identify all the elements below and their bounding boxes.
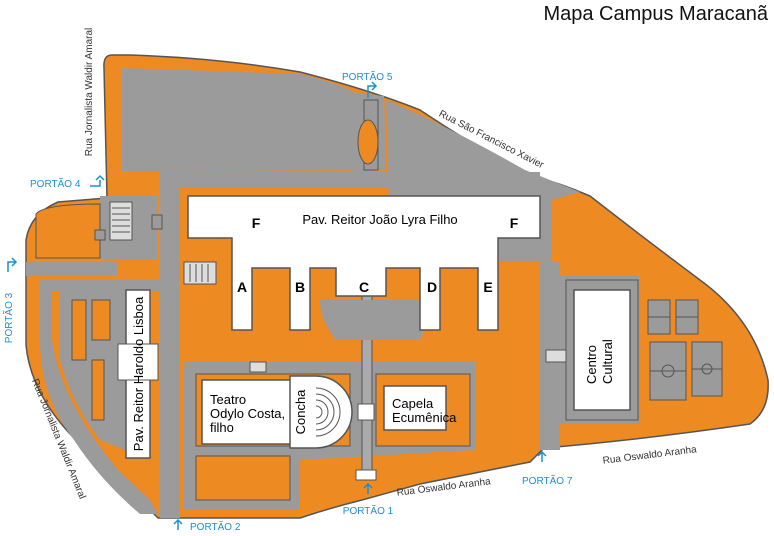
pav-lisboa-wing [117,343,159,381]
lisboa-ground-1 [71,299,87,361]
stair-lines-lyra [189,264,209,282]
teatro-label-3: filho [210,420,234,435]
pav-lisboa-label: Pav. Reitor Haroldo Lisboa [131,296,146,451]
map-title: Mapa Campus Maracanã [543,3,768,25]
concha-building [289,375,353,449]
small-block-nw2 [151,214,163,230]
portao-1-label: PORTÃO 1 [343,504,394,517]
lisboa-ground-2 [91,299,111,341]
pav-lyra-label: Pav. Reitor João Lyra Filho [302,212,457,227]
block-b-label: B [295,279,305,295]
small-block-nw1 [94,229,106,241]
centro-cultural-building [573,289,631,411]
stair-block-nw [109,201,133,241]
street-oswaldo-2: Rua Oswaldo Aranha [602,444,698,466]
capela-entrance [357,403,375,421]
concha-rings [315,387,341,437]
portao-2-label: PORTÃO 2 [190,520,241,533]
stair-block-lyra [183,261,217,285]
concha-label: Concha [293,389,308,435]
gate-arrows [7,81,547,530]
south-ground-2 [195,455,291,501]
teatro-building [201,379,293,445]
portao-7-label: PORTÃO 7 [522,474,573,487]
capela-label-1: Capela [392,396,434,411]
block-e-label: E [483,279,492,295]
stair-lines-nw [112,207,130,233]
pav-lyra-building [187,195,541,331]
centro-cultural-label-1: Centro [584,345,599,384]
centro-cultural-label-2: Cultural [600,339,615,384]
block-a-label: A [237,279,247,295]
teatro-label-1: Teatro [210,392,246,407]
block-f-left-label: F [252,215,261,231]
block-f-right-label: F [510,215,519,231]
portao-3-label: PORTÃO 3 [2,292,15,343]
lisboa-ground-3 [91,359,105,421]
portao1-gatehouse [355,469,377,481]
portao3-road [26,262,118,276]
capela-building [383,385,447,431]
west-inner-road [40,280,160,514]
north-west-yard [35,203,101,259]
block-d-label: D [427,279,437,295]
central-plaza [320,300,425,340]
capela-label-2: Ecumênica [392,410,457,425]
stair-block-east [545,349,567,363]
west-road [160,172,180,518]
street-waldir-top: Rua Jornalista Waldir Amaral [84,28,95,157]
north-parking-lot [122,68,362,172]
sports-courts [647,299,723,401]
portao-4-label: PORTÃO 4 [30,177,81,190]
portao-5-label: PORTÃO 5 [342,70,393,83]
portao5-roundabout [357,119,379,165]
teatro-label-2: Odylo Costa, [210,406,285,421]
stair-block-south [249,361,267,373]
block-c-label: C [359,279,369,295]
ring-road [165,172,540,250]
